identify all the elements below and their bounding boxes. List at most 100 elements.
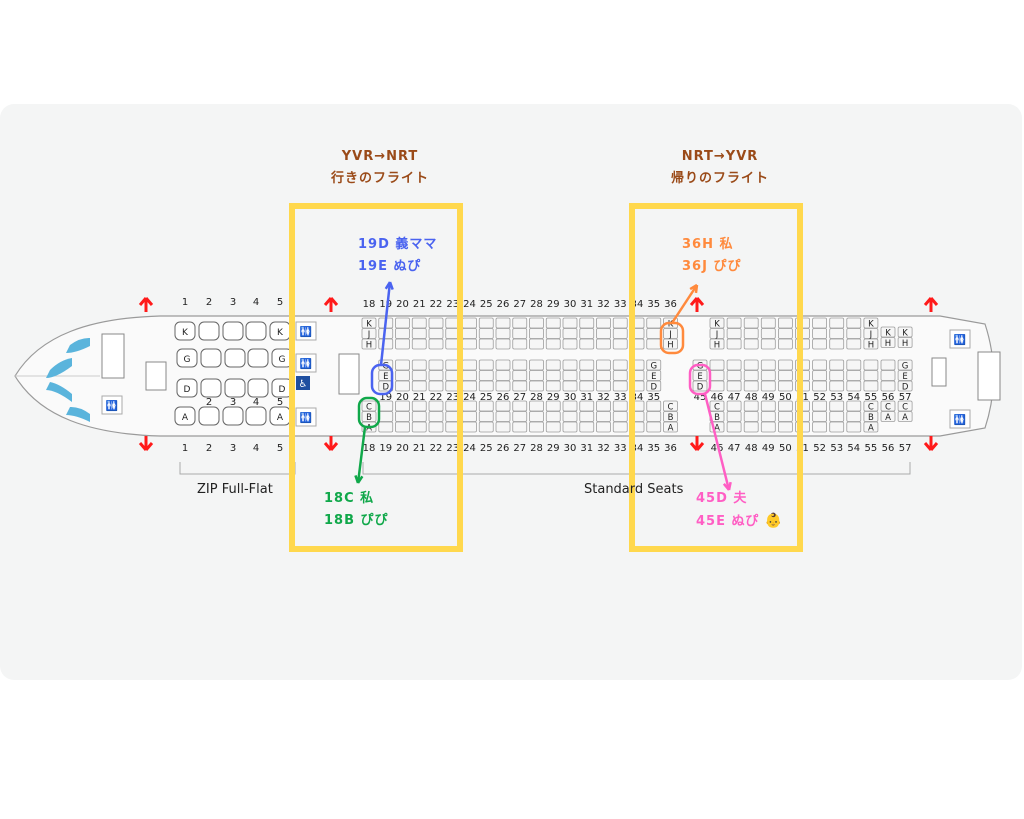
standard-row-31-mid-seat-d [579, 380, 595, 392]
standard-row-19-top-seat-h [378, 338, 394, 350]
standard-row-50-mid-seat-d [778, 380, 793, 392]
business-seat-d [247, 378, 269, 398]
standard-row-52-top-seat-k [812, 317, 827, 329]
standard-row-36-bottom-seat-b [663, 411, 678, 422]
standard-row-27-bottom-seat-c [512, 400, 528, 412]
standard-row-56-top-seat-k [880, 326, 896, 338]
row-number-bottom: 36 [664, 443, 677, 454]
standard-row-49-bottom-seat-a [760, 421, 776, 433]
standard-row-26-top-seat-k [495, 317, 511, 329]
business-seat-k [198, 321, 220, 341]
business-seat-k [222, 321, 244, 341]
business-seat-g [176, 348, 198, 368]
standard-row-26-mid-seat-d [495, 380, 511, 392]
row-number-middle: 21 [413, 392, 426, 403]
standard-row-45-mid-seat-d [692, 380, 708, 392]
standard-row-56-mid-seat-d [880, 380, 896, 392]
note-36j: 36J ぴぴ [682, 259, 742, 274]
row-number-top: 23 [446, 299, 459, 310]
standard-row-30-mid-seat-d [562, 380, 578, 392]
galley [338, 353, 360, 395]
pointer-arrow-45de-head [722, 481, 732, 491]
row-number-middle: 53 [830, 392, 843, 403]
note-18c: 18C 私 [324, 491, 375, 506]
note-19d: 19D 義ママ [358, 237, 438, 252]
standard-row-22-top-seat-j [428, 328, 444, 339]
standard-row-18-top-seat-h [361, 338, 377, 350]
pointer-arrow-19de [379, 281, 392, 366]
standard-row-19-mid-seat-letter: G [382, 362, 389, 372]
standard-row-19-bottom-seat-a [378, 421, 394, 433]
standard-row-35-mid-seat-letter: G [650, 362, 657, 372]
standard-row-21-mid-seat-d [411, 380, 427, 392]
row-number-middle: 50 [779, 392, 792, 403]
row-number-bottom: 23 [446, 443, 459, 454]
standard-row-48-mid-seat-g [743, 359, 759, 371]
standard-row-57-mid-seat-letter: E [902, 372, 907, 382]
standard-row-56-mid-seat-e [880, 370, 896, 381]
standard-row-29-top-seat-k [545, 317, 561, 329]
outbound-title: 行きのフライト [330, 171, 429, 186]
row-number-top: 19 [379, 299, 392, 310]
standard-row-20-top-seat-k [395, 317, 410, 329]
standard-row-52-bottom-seat-b [812, 411, 827, 422]
standard-row-49-bottom-seat-b [760, 411, 776, 422]
standard-row-47-mid-seat-g [726, 359, 742, 371]
standard-row-32-bottom-seat-c [596, 400, 611, 412]
lavatory-icon: 🚻 [954, 413, 966, 426]
standard-row-25-top-seat-j [478, 328, 494, 339]
standard-row-22-mid-seat-e [428, 370, 444, 381]
standard-row-55-top-seat-letter: J [869, 330, 873, 340]
standard-row-28-mid-seat-d [529, 380, 544, 392]
business-seat-d-letter: D [184, 385, 191, 395]
standard-row-18-top-seat-j [361, 328, 377, 339]
standard-row-18-bottom-seat-letter: C [366, 403, 372, 413]
baby-emoji-icon: 👶 [764, 513, 784, 529]
standard-row-20-top-seat-j [395, 328, 410, 339]
standard-row-33-bottom-seat-b [612, 411, 628, 422]
standard-row-57-mid-seat-letter: G [902, 362, 909, 372]
standard-row-52-mid-seat-e [812, 370, 827, 381]
standard-row-22-bottom-seat-b [428, 411, 444, 422]
standard-row-57-mid-seat-e [897, 370, 913, 381]
business-seat-k-letter: K [182, 328, 189, 338]
row-number-bottom: 32 [597, 443, 610, 454]
standard-row-36-top-seat-letter: K [668, 320, 674, 330]
standard-row-53-bottom-seat-b [829, 411, 845, 422]
row-number-top: 27 [513, 299, 526, 310]
row-number-bottom: 47 [728, 443, 741, 454]
business-seat-d [224, 378, 246, 398]
standard-row-54-mid-seat-g [846, 359, 862, 371]
standard-row-26-mid-seat-e [495, 370, 511, 381]
standard-row-29-bottom-seat-b [545, 411, 561, 422]
row-number-top: 29 [547, 299, 560, 310]
row-number-bottom: 19 [379, 443, 392, 454]
row-number-top: 20 [396, 299, 409, 310]
pointer-arrow-36jh [670, 284, 699, 324]
standard-row-27-mid-seat-d [512, 380, 528, 392]
standard-row-33-top-seat-k [612, 317, 628, 329]
exit-arrow-up-icon [689, 297, 705, 312]
standard-row-18-top-seat-letter: J [367, 330, 371, 340]
row-number-top: 18 [363, 299, 376, 310]
standard-row-50-bottom-seat-c [778, 400, 793, 412]
standard-row-54-bottom-seat-c [846, 400, 862, 412]
exit-arrow-up-icon [923, 297, 939, 312]
standard-row-18-top-seat-k [361, 317, 377, 329]
row-number-bottom: 29 [547, 443, 560, 454]
standard-row-29-top-seat-j [545, 328, 561, 339]
standard-row-30-top-seat-h [562, 338, 578, 350]
standard-row-49-top-seat-h [760, 338, 776, 350]
standard-row-56-mid-seat-g [880, 359, 896, 371]
standard-row-21-bottom-seat-c [411, 400, 427, 412]
exit-arrow-up-icon [138, 297, 154, 312]
row-number-middle: 29 [547, 392, 560, 403]
standard-row-28-mid-seat-g [529, 359, 544, 371]
business-row-number-top: 2 [206, 297, 212, 308]
standard-row-19-mid-seat-letter: D [382, 383, 389, 393]
standard-row-28-bottom-seat-a [529, 421, 544, 433]
pointer-arrow-36jh-head [689, 283, 699, 294]
standard-row-32-top-seat-k [596, 317, 611, 329]
row-number-bottom: 57 [899, 443, 912, 454]
lavatory [949, 409, 971, 429]
